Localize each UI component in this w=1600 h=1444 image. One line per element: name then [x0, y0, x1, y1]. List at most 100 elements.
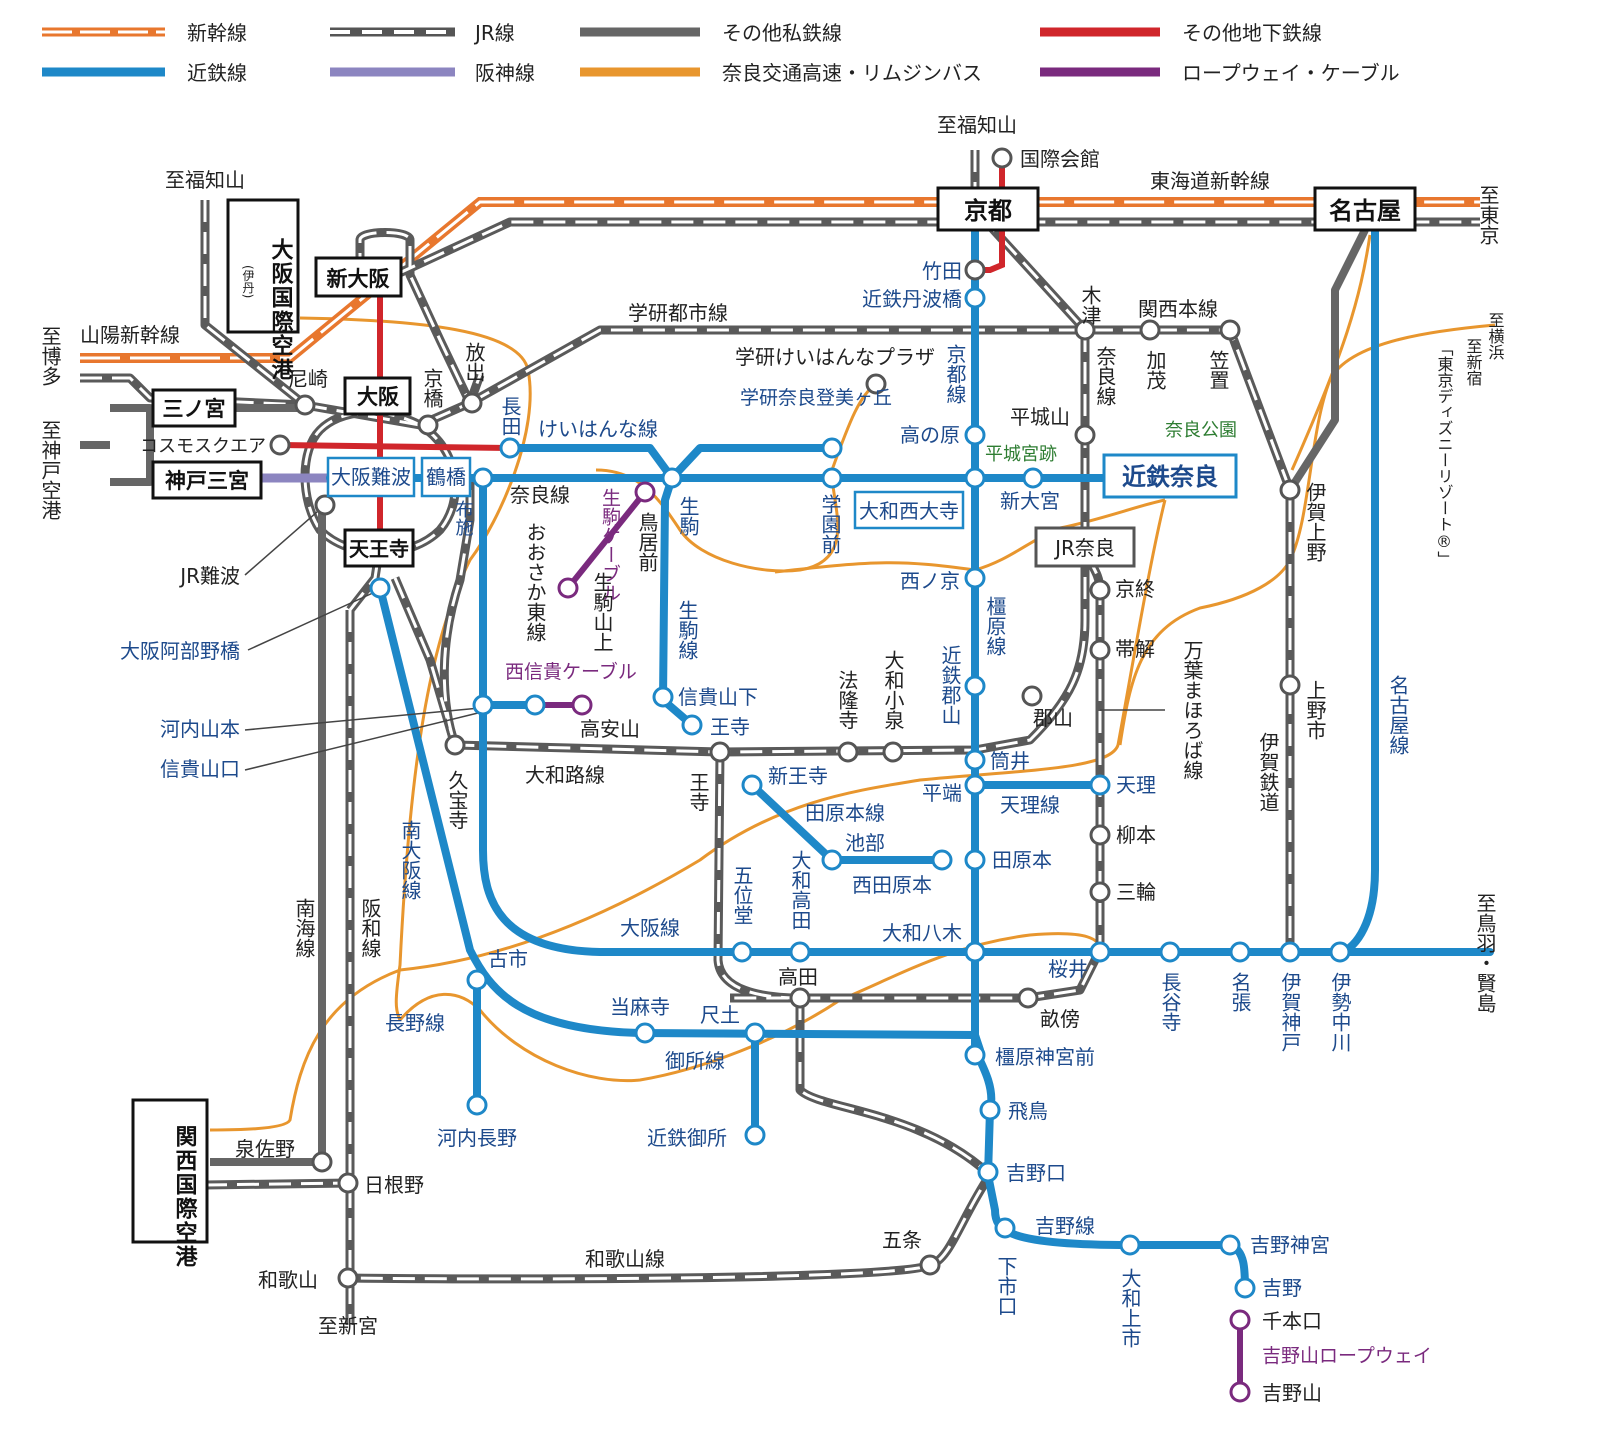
line-label: 南大阪線 — [398, 820, 422, 900]
station-label: 国際会館 — [1020, 147, 1100, 171]
station-label: 放出 — [462, 342, 486, 382]
station-labels: 国際会館 竹田 近鉄丹波橋 学研けいはんなプラザ 学研奈良登美ヶ丘 高の原 平城… — [120, 147, 1352, 1405]
line-label: 山陽新幹線 — [80, 323, 180, 347]
hub-label: 神戸三宮 — [165, 469, 249, 493]
hub-label: 名古屋 — [1329, 197, 1401, 225]
station-label: 河内山本 — [160, 717, 240, 741]
hub-label: 大阪 — [357, 385, 400, 409]
direction-label: 至新宮 — [318, 1314, 378, 1338]
hub-label: 大和西大寺 — [859, 499, 959, 523]
airport-itami[interactable]: 大阪国際空港 (伊丹) — [226, 198, 300, 382]
station-label: 橿原神宮前 — [995, 1045, 1095, 1069]
line-label: 奈良線 — [510, 483, 570, 507]
hub-tsuruhashi[interactable]: 鶴橋 — [420, 456, 472, 498]
station-label: 久宝寺 — [445, 770, 469, 830]
station-label: 池部 — [845, 831, 885, 855]
station-label: 伊勢中川 — [1328, 972, 1352, 1052]
hub-label: 新大阪 — [327, 267, 391, 291]
legend-label: 阪神線 — [475, 61, 535, 85]
station-label: 尺土 — [700, 1003, 740, 1027]
station-label: 長谷寺 — [1158, 972, 1182, 1032]
direction-label: 至博多 — [38, 326, 62, 386]
legend-item-subway: その他地下鉄線 — [1040, 21, 1322, 45]
station-label: 和歌山 — [258, 1268, 318, 1292]
hub-kintetsu-nara[interactable]: 近鉄奈良 — [1102, 453, 1238, 499]
station-label: 大和小泉 — [881, 650, 905, 730]
station-label: 長田 — [498, 396, 522, 436]
line-label: おおさか東線 — [523, 522, 547, 642]
station-label: 加茂 — [1143, 350, 1167, 390]
hub-kyoto[interactable]: 京都 — [936, 186, 1040, 232]
station-label: 郡山 — [1033, 706, 1073, 730]
station-label: JR難波 — [178, 564, 240, 588]
station-label: 帯解 — [1115, 637, 1155, 661]
airport-kansai[interactable]: 関西国際空港 — [131, 1098, 209, 1269]
hub-kobe-sannomiya[interactable]: 神戸三宮 — [151, 460, 263, 500]
station-label: 河内長野 — [437, 1126, 517, 1150]
line-label: 「東京ディズニーリゾート®」 — [1435, 340, 1454, 567]
line-label: 東海道新幹線 — [1150, 169, 1270, 193]
airport-sub-label: (伊丹) — [241, 265, 255, 298]
hub-shin-osaka[interactable]: 新大阪 — [314, 256, 403, 298]
legend-label: ロープウェイ・ケーブル — [1182, 61, 1400, 85]
hub-tennoji[interactable]: 天王寺 — [343, 528, 415, 568]
station-label: 学園前 — [818, 494, 842, 554]
hub-label: 近鉄奈良 — [1122, 463, 1218, 491]
hub-nagoya[interactable]: 名古屋 — [1313, 186, 1417, 232]
hub-yamato-saidaiji[interactable]: 大和西大寺 — [853, 490, 965, 530]
line-label: 天理線 — [1000, 793, 1060, 817]
hub-sannomiya[interactable]: 三ノ宮 — [151, 388, 237, 428]
line-label: 和歌山線 — [585, 1247, 665, 1271]
station-label: 信貴山下 — [678, 685, 758, 709]
station-label: 高田 — [778, 965, 818, 989]
station-label: 三輪 — [1116, 880, 1156, 904]
line-label: 田原本線 — [805, 801, 885, 825]
station-label: 柳本 — [1116, 823, 1156, 847]
station-label: 日根野 — [364, 1173, 424, 1197]
legend-label: JR線 — [473, 21, 515, 45]
station-markers — [269, 147, 1351, 1403]
direction-label: 至横浜 — [1486, 312, 1505, 360]
station-label: 五位堂 — [730, 865, 754, 925]
legend-item-bus: 奈良交通高速・リムジンバス — [580, 61, 982, 85]
line-label: 生駒ケーブル — [599, 488, 621, 602]
direction-label: 至福知山 — [937, 113, 1017, 137]
station-label: 竹田 — [922, 259, 962, 283]
station-label: 大和八木 — [882, 921, 962, 945]
direction-labels: 至福知山 至福知山 至東京 至博多 至神戸空港 至横浜 至新宿 至鳥羽・賢島 至… — [38, 113, 1505, 1338]
station-label: 平端 — [922, 781, 962, 805]
station-label: 平城宮跡 — [985, 444, 1057, 465]
station-label: 田原本 — [992, 848, 1052, 872]
station-label: 筒井 — [990, 749, 1030, 773]
line-label: 橿原線 — [983, 596, 1007, 656]
station-label: 新大宮 — [1000, 489, 1060, 513]
station-label: 新王寺 — [768, 764, 828, 788]
station-label: コスモスクエア — [140, 436, 266, 457]
legend-label: その他私鉄線 — [722, 21, 842, 45]
direction-label: 至福知山 — [165, 168, 245, 192]
direction-label: 至東京 — [1476, 185, 1500, 245]
legend-label: その他地下鉄線 — [1182, 21, 1322, 45]
station-label: 桜井 — [1048, 957, 1088, 981]
line-label: 吉野山ロープウェイ — [1262, 1345, 1432, 1367]
station-label: 下市口 — [994, 1256, 1018, 1316]
station-label: 学研けいはんなプラザ — [735, 345, 935, 369]
station-label: 当麻寺 — [610, 995, 670, 1019]
station-label: 天理 — [1116, 773, 1156, 797]
legend-label: 奈良交通高速・リムジンバス — [722, 61, 982, 85]
hub-osaka[interactable]: 大阪 — [343, 376, 412, 416]
line-label: 南海線 — [292, 898, 316, 958]
station-label: 高の原 — [900, 423, 960, 447]
station-label: 学研奈良登美ヶ丘 — [740, 387, 892, 409]
line-label: 関西本線 — [1138, 297, 1218, 321]
line-label: 御所線 — [665, 1049, 725, 1073]
hub-label: 鶴橋 — [426, 465, 466, 489]
station-label: 飛鳥 — [1008, 1099, 1048, 1123]
station-label: 京終 — [1115, 577, 1155, 601]
station-label: 近鉄丹波橋 — [862, 287, 962, 311]
station-label: 五条 — [882, 1228, 922, 1252]
station-label: 信貴山口 — [160, 757, 240, 781]
hub-osaka-namba[interactable]: 大阪難波 — [326, 456, 416, 498]
hub-jr-nara[interactable]: JR奈良 — [1034, 526, 1136, 568]
